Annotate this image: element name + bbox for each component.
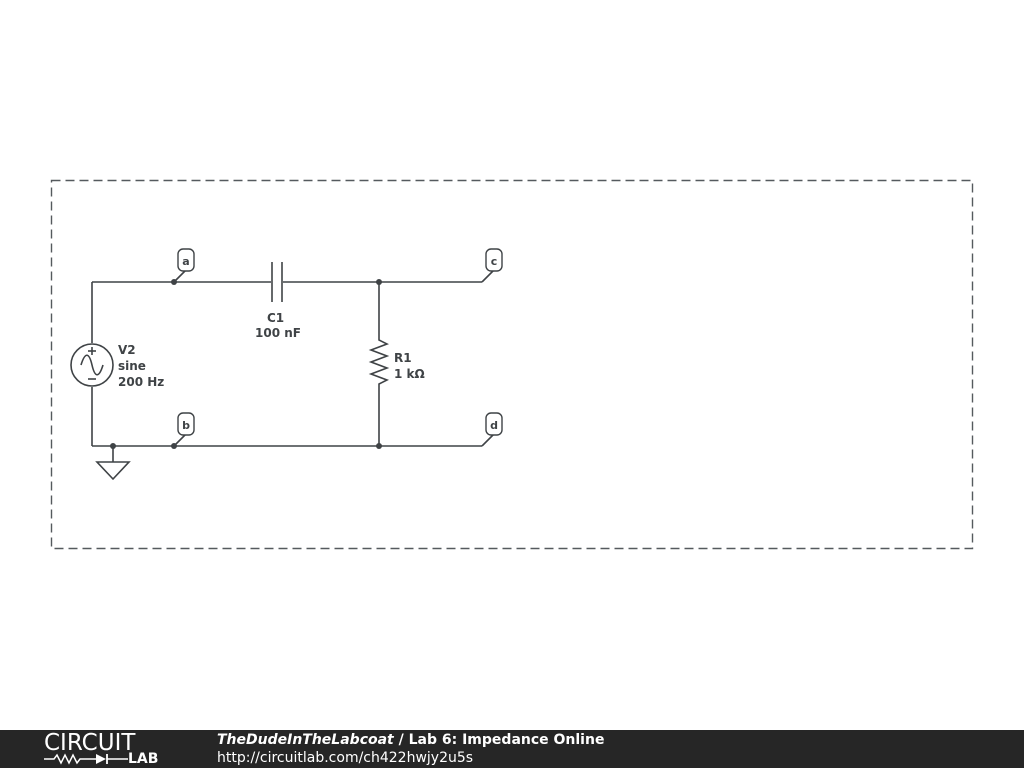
source-type-label: sine bbox=[118, 359, 146, 373]
probe-c[interactable]: c bbox=[481, 248, 503, 283]
capacitor-value-label: 100 nF bbox=[255, 326, 301, 340]
schematic-frame bbox=[50, 179, 974, 550]
svg-text:b: b bbox=[182, 419, 190, 432]
source-name-label: V2 bbox=[118, 343, 136, 357]
footer-username-link[interactable]: TheDudeInTheLabcoat bbox=[217, 732, 394, 748]
resistor-name-label: R1 bbox=[394, 351, 412, 365]
ground-symbol[interactable] bbox=[95, 446, 131, 481]
voltage-source-v2[interactable] bbox=[70, 343, 114, 387]
footer-separator: / bbox=[393, 732, 409, 748]
svg-text:d: d bbox=[490, 419, 498, 432]
probe-d[interactable]: d bbox=[481, 412, 503, 447]
capacitor-name-label: C1 bbox=[267, 311, 284, 325]
schematic-canvas: a b c d C1 100 nF R1 1 kΩ V2 sine 200 Hz bbox=[50, 179, 974, 550]
junction-bottom-resistor bbox=[376, 443, 382, 449]
svg-text:a: a bbox=[182, 255, 189, 268]
footer-url-link[interactable]: http://circuitlab.com/ch422hwjy2u5s bbox=[217, 750, 474, 766]
circuitlab-logo[interactable]: CIRCUIT LAB bbox=[44, 730, 194, 768]
footer-bar: CIRCUIT LAB TheDudeInTheLabcoat / Lab 6:… bbox=[0, 730, 1024, 768]
svg-text:c: c bbox=[491, 255, 498, 268]
sine-wave-icon bbox=[80, 354, 104, 376]
junction-ground bbox=[110, 443, 116, 449]
logo-resistor-diode-icon bbox=[44, 753, 128, 765]
schematic-svg: a b c d C1 100 nF R1 1 kΩ V2 sine 200 Hz bbox=[50, 179, 974, 550]
probe-a[interactable]: a bbox=[173, 248, 195, 283]
resistor-r1[interactable] bbox=[368, 282, 390, 446]
footer-title: TheDudeInTheLabcoat / Lab 6: Impedance O… bbox=[217, 731, 604, 749]
resistor-value-label: 1 kΩ bbox=[394, 367, 425, 381]
logo-lab-text: LAB bbox=[128, 751, 159, 767]
capacitor-c1[interactable] bbox=[271, 262, 283, 302]
logo-circuit-text: CIRCUIT bbox=[44, 730, 136, 756]
source-freq-label: 200 Hz bbox=[118, 375, 164, 389]
probe-b[interactable]: b bbox=[173, 412, 195, 447]
footer-circuit-title-link[interactable]: Lab 6: Impedance Online bbox=[408, 732, 605, 748]
junction-top-resistor bbox=[376, 279, 382, 285]
